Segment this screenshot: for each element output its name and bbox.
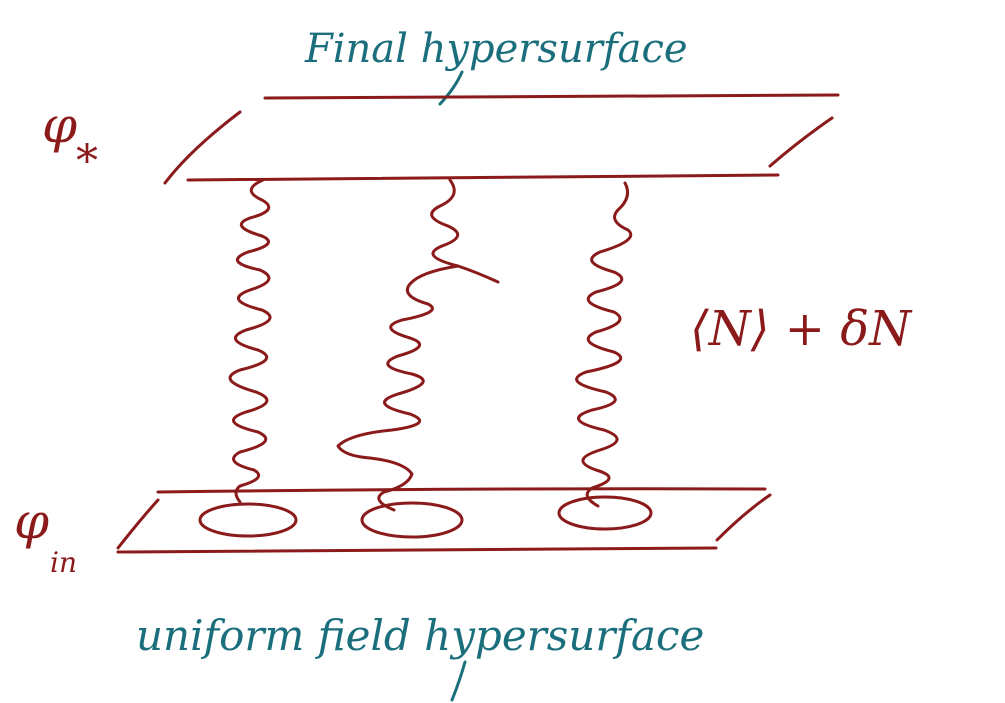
- title-pen-tail: [438, 70, 464, 106]
- final-hypersurface-label: Final hypersurface: [304, 26, 688, 72]
- phi-star-symbol: φ: [42, 96, 77, 154]
- patch-ellipse-left: [198, 502, 298, 538]
- uniform-field-hypersurface-label: uniform field hypersurface: [136, 611, 704, 660]
- bottom-title-pen-tail: [450, 660, 467, 702]
- phi-star-subscript: *: [76, 136, 98, 187]
- trajectory-left: [228, 178, 272, 504]
- expectation-n-label: ⟨N⟩ + δN: [690, 301, 913, 357]
- phi-in-subscript: in: [50, 546, 77, 579]
- phi-in-label: φ in: [14, 492, 77, 579]
- phi-in-symbol: φ: [14, 492, 49, 550]
- patch-ellipse-middle: [360, 501, 464, 539]
- uniform-field-plane: [116, 487, 772, 554]
- patch-ellipse-right: [557, 495, 653, 531]
- phi-star-label: φ *: [42, 96, 98, 187]
- trajectory-middle: [336, 178, 500, 512]
- trajectory-right: [575, 181, 633, 508]
- final-hypersurface-plane: [163, 93, 840, 185]
